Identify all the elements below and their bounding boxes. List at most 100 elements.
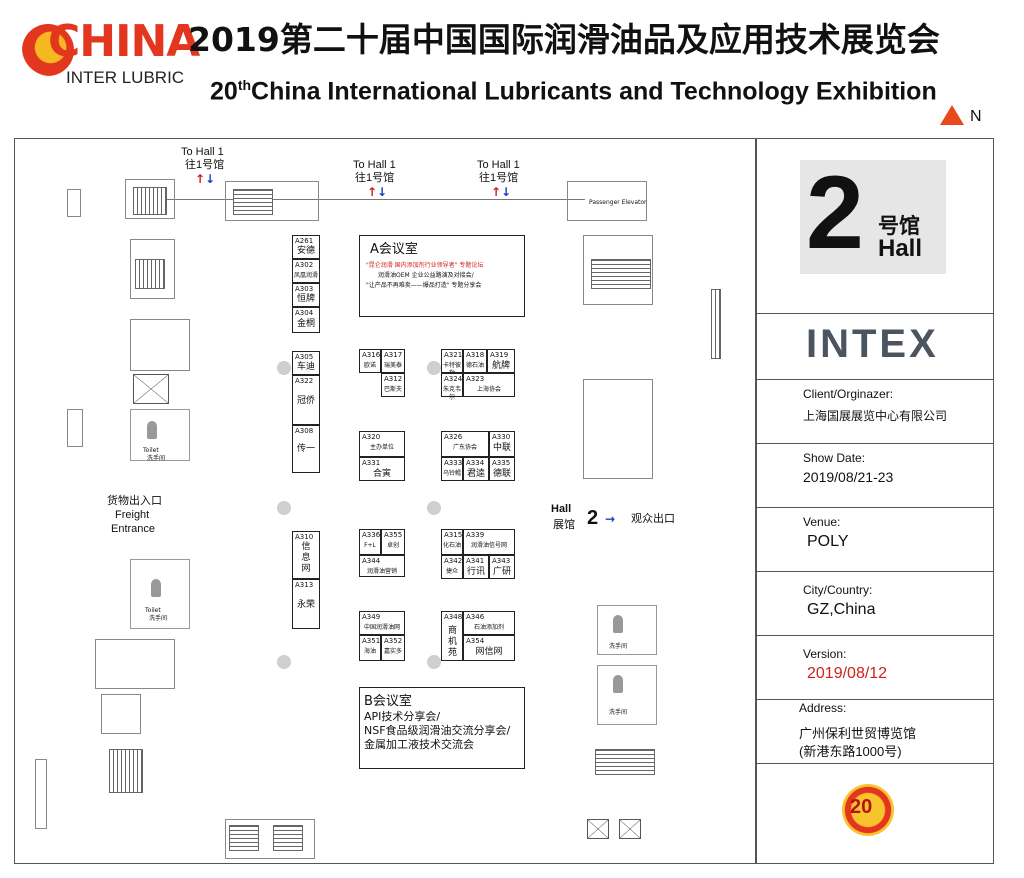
meeting-room-b[interactable]: B会议室 API技术分享会/ NSF食品级润滑油交流分享会/ 金属加工液技术交流… bbox=[359, 687, 525, 769]
booth-name: 润滑油信号网 bbox=[470, 542, 507, 549]
booth-code: A355 bbox=[384, 531, 403, 539]
booth-name: 德石油 bbox=[465, 362, 484, 369]
toilet-cn: 洗手间 bbox=[609, 643, 628, 650]
version-value: 2019/08/12 bbox=[807, 665, 888, 682]
venue-label: Venue: bbox=[803, 515, 841, 529]
client-label: Client/Orginazer: bbox=[803, 387, 894, 401]
stair-block bbox=[130, 239, 175, 299]
to-hall1-label-1: To Hall 1 bbox=[181, 146, 224, 158]
booth-code: A303 bbox=[295, 285, 314, 293]
booth-name: 化石油 bbox=[442, 542, 461, 549]
booth-name: 永荣 bbox=[296, 600, 315, 610]
service-block bbox=[583, 379, 653, 479]
booth-code: A317 bbox=[384, 351, 403, 359]
to-hall1-cn-2: 往1号馆 bbox=[355, 172, 395, 184]
divider bbox=[757, 571, 993, 572]
elevator-label: Passenger Elevator bbox=[589, 199, 647, 206]
booth-code: A315 bbox=[444, 531, 463, 539]
booth-name: 石油添加剂 bbox=[473, 624, 504, 631]
room-a-line3: "让产品不再难卖——爆品打造" 专题分享会 bbox=[366, 282, 482, 289]
stairs bbox=[595, 749, 655, 775]
down-arrow-icon: ↓ bbox=[377, 185, 388, 199]
booth-name: 行讯 bbox=[466, 567, 485, 577]
to-hall1-label-2: To Hall 1 bbox=[353, 159, 396, 171]
booth-a304[interactable]: A304 金桐 bbox=[292, 307, 320, 333]
toilet-room-4 bbox=[597, 665, 657, 725]
toilet-label: Toilet bbox=[143, 447, 159, 454]
down-arrow-icon: ↓ bbox=[205, 172, 216, 186]
shaft-x bbox=[133, 374, 169, 404]
meeting-room-a[interactable]: A会议室 "昆仑润滑 国内添加剂行业领导者" 专题论坛 润滑油OEM 企业公益路… bbox=[359, 235, 525, 317]
booth-code: A335 bbox=[492, 459, 511, 467]
hall-number: 2 bbox=[806, 155, 864, 271]
exit-hall-en: Hall bbox=[551, 503, 572, 515]
booth-code: A334 bbox=[466, 459, 485, 467]
booth-a321[interactable]: A321卡特彼勒 bbox=[441, 349, 463, 377]
floor-plan: To Hall 1 往1号馆 ↑ ↓ To Hall 1 往1号馆 ↑ ↓ To… bbox=[14, 138, 756, 864]
freight-cn: 货物出入口 bbox=[107, 495, 162, 507]
exit-label: 观众出口 bbox=[631, 513, 675, 525]
north-label: N bbox=[970, 108, 982, 125]
booth-a346[interactable]: A346 石油添加剂 bbox=[463, 611, 515, 635]
booth-code: A304 bbox=[295, 309, 314, 317]
date-value: 2019/08/21-23 bbox=[803, 469, 894, 485]
booth-a318[interactable]: A318 德石油 bbox=[463, 349, 487, 373]
elevator-block bbox=[101, 694, 141, 734]
divider bbox=[757, 313, 993, 314]
booth-code: A349 bbox=[362, 613, 381, 621]
door bbox=[67, 409, 83, 447]
freight-en-1: Freight bbox=[115, 509, 150, 521]
booth-name: 冠侨 bbox=[296, 396, 315, 406]
booth-code: A346 bbox=[466, 613, 485, 621]
booth-name: 巴斯夫 bbox=[383, 386, 402, 393]
to-hall1-cn-3: 往1号馆 bbox=[479, 172, 519, 184]
booth-name: 卓创 bbox=[386, 542, 399, 549]
address-line1: 广州保利世贸博览馆 bbox=[799, 726, 917, 741]
up-arrow-icon: ↑ bbox=[195, 172, 206, 186]
booth-name: 金桐 bbox=[296, 319, 315, 329]
logo-main: CHINA bbox=[48, 16, 200, 67]
title-en-rest: China International Lubricants and Techn… bbox=[251, 77, 937, 106]
shaft-x bbox=[619, 819, 641, 839]
booth-code: A352 bbox=[384, 637, 403, 645]
booth-a315[interactable]: A315 化石油 bbox=[441, 529, 463, 555]
booth-code: A318 bbox=[466, 351, 485, 359]
booth-a355[interactable]: A355 卓创 bbox=[381, 529, 405, 555]
booth-code: A305 bbox=[295, 353, 314, 361]
escalator-block bbox=[225, 181, 319, 221]
version-label: Version: bbox=[803, 647, 847, 661]
down-arrow-icon: ↓ bbox=[501, 185, 512, 199]
